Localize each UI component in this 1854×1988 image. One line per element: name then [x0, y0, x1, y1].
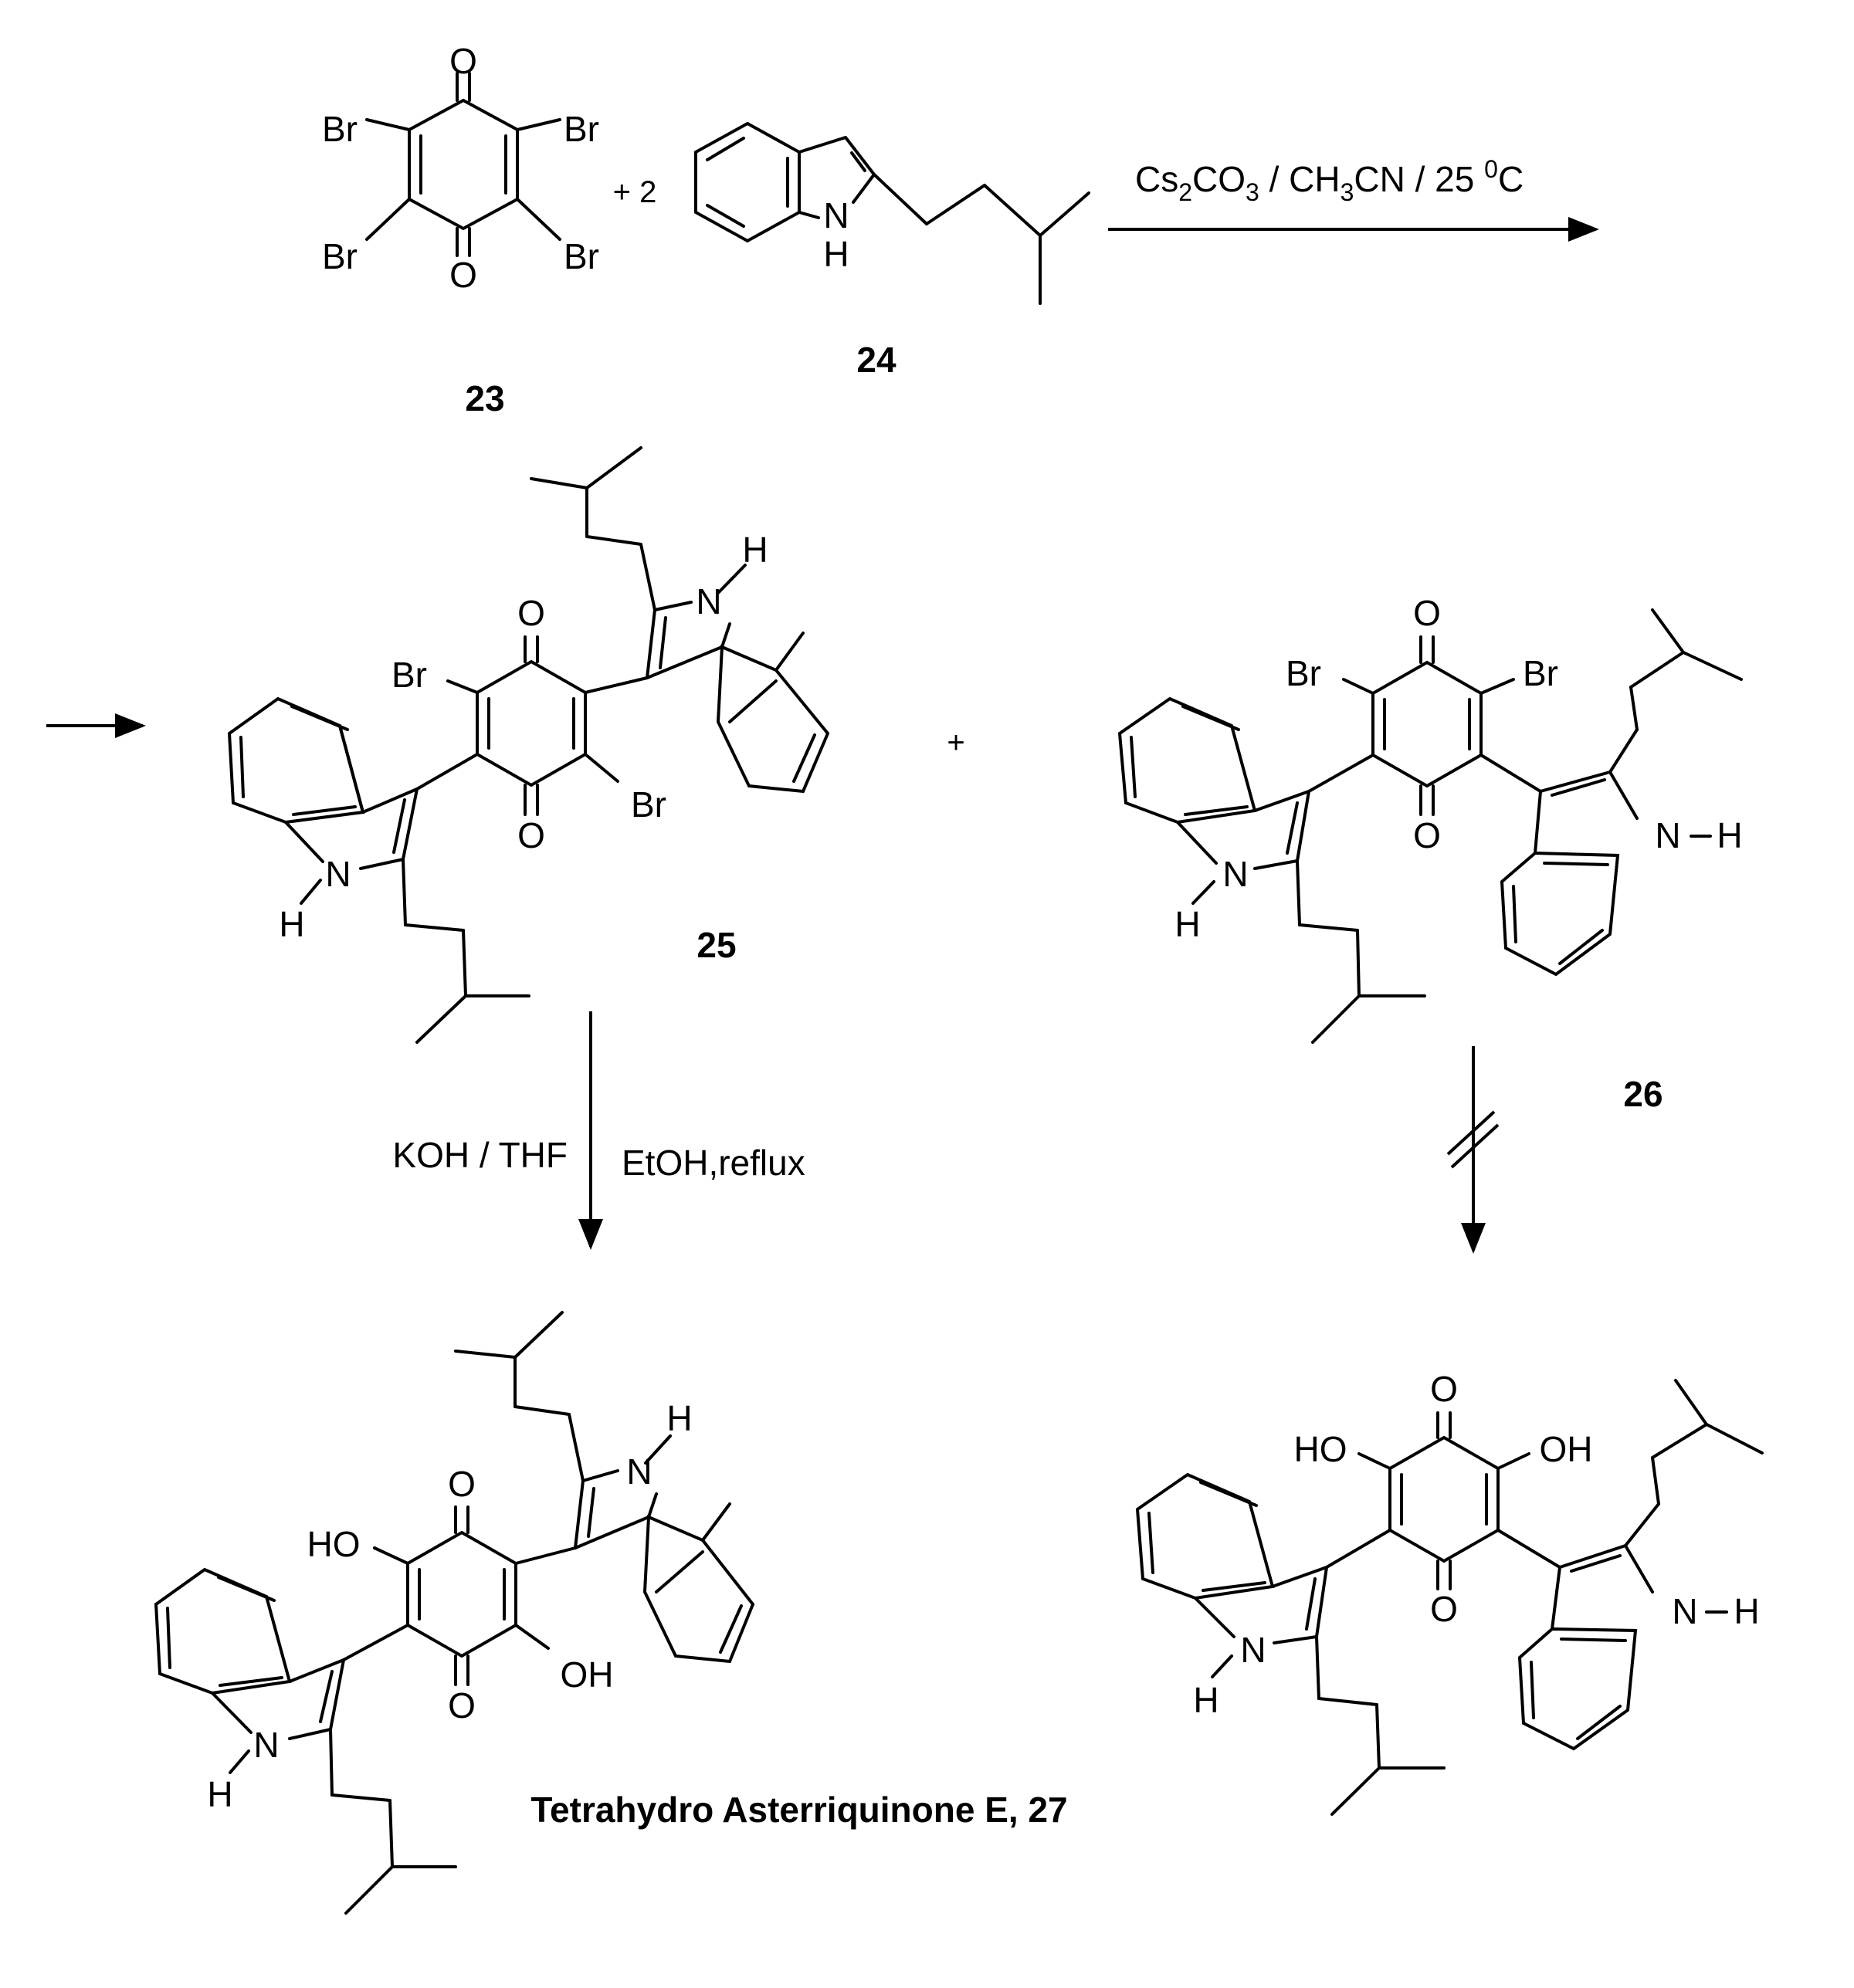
compound-26-structure: O O Br Br N H N H: [1117, 593, 1743, 1044]
compound-27-label: Tetrahydro Asterriquinone E, 27: [530, 1790, 1067, 1830]
c27-ho: HO: [307, 1524, 361, 1564]
bp-ho: HO: [1294, 1429, 1347, 1469]
bp-h-1: H: [1193, 1680, 1218, 1720]
c24-h: H: [823, 234, 849, 274]
bp-oh: OH: [1540, 1429, 1593, 1469]
compound-23-structure: O O Br Br Br Br: [322, 41, 599, 295]
blocked-arrow: [1446, 1046, 1500, 1254]
c27-oh: OH: [561, 1654, 614, 1695]
c23-o-bottom: O: [449, 255, 477, 295]
c26-n-1: N: [1222, 854, 1248, 894]
c25-br-1: Br: [391, 655, 427, 695]
c23-br-3: Br: [322, 236, 358, 276]
bp-n-1: N: [1240, 1630, 1266, 1670]
c25-h-1: H: [742, 530, 768, 570]
compound-25-label: 25: [697, 925, 736, 965]
plus-two-sign: + 2: [613, 175, 657, 209]
c23-br-2: Br: [564, 109, 599, 149]
c27-h-1: H: [666, 1398, 692, 1438]
c26-o-bottom: O: [1413, 815, 1441, 855]
compound-27-structure: O O HO OH N H N H: [154, 1311, 755, 1915]
c27-n-1: N: [626, 1451, 652, 1492]
c27-n-2: N: [253, 1725, 279, 1765]
compound-24-label: 24: [856, 340, 896, 380]
c26-br-1: Br: [1286, 653, 1321, 693]
c26-h-2: H: [1717, 815, 1742, 855]
c23-br-4: Br: [564, 236, 599, 276]
plus-sign: +: [947, 726, 964, 760]
c25-o-bottom: O: [517, 815, 545, 855]
c27-o-bottom: O: [448, 1685, 476, 1726]
compound-24-structure: N H: [694, 121, 1090, 305]
compound-25-structure: O O Br Br N H N H: [227, 446, 830, 1044]
compound-26-label: 26: [1623, 1074, 1662, 1114]
c25-h-2: H: [279, 904, 304, 944]
step2-condition-left: KOH / THF: [392, 1135, 568, 1175]
compound-23-label: 23: [465, 378, 504, 418]
blocked-product-structure: O O HO OH N H N H: [1135, 1369, 1764, 1816]
bp-o-bottom: O: [1430, 1589, 1458, 1629]
bp-n-2: N: [1672, 1591, 1697, 1631]
c25-n-2: N: [325, 854, 351, 894]
c25-br-2: Br: [631, 784, 666, 825]
bp-o-top: O: [1430, 1369, 1458, 1409]
c24-n: N: [823, 195, 849, 235]
c23-o-top: O: [449, 41, 477, 81]
step2-condition-right: EtOH,reflux: [622, 1143, 805, 1183]
c23-br-1: Br: [322, 109, 358, 149]
c27-h-2: H: [207, 1774, 232, 1814]
c26-h-1: H: [1174, 904, 1200, 944]
c25-n-1: N: [696, 581, 721, 621]
step1-conditions: Cs2CO3 / CH3CN / 25 0C: [1135, 155, 1524, 206]
bp-h-2: H: [1734, 1591, 1759, 1631]
c25-o-top: O: [517, 593, 545, 633]
c26-o-top: O: [1413, 593, 1441, 633]
c26-br-2: Br: [1523, 653, 1558, 693]
c26-n-2: N: [1655, 815, 1680, 855]
c27-o-top: O: [448, 1464, 476, 1504]
